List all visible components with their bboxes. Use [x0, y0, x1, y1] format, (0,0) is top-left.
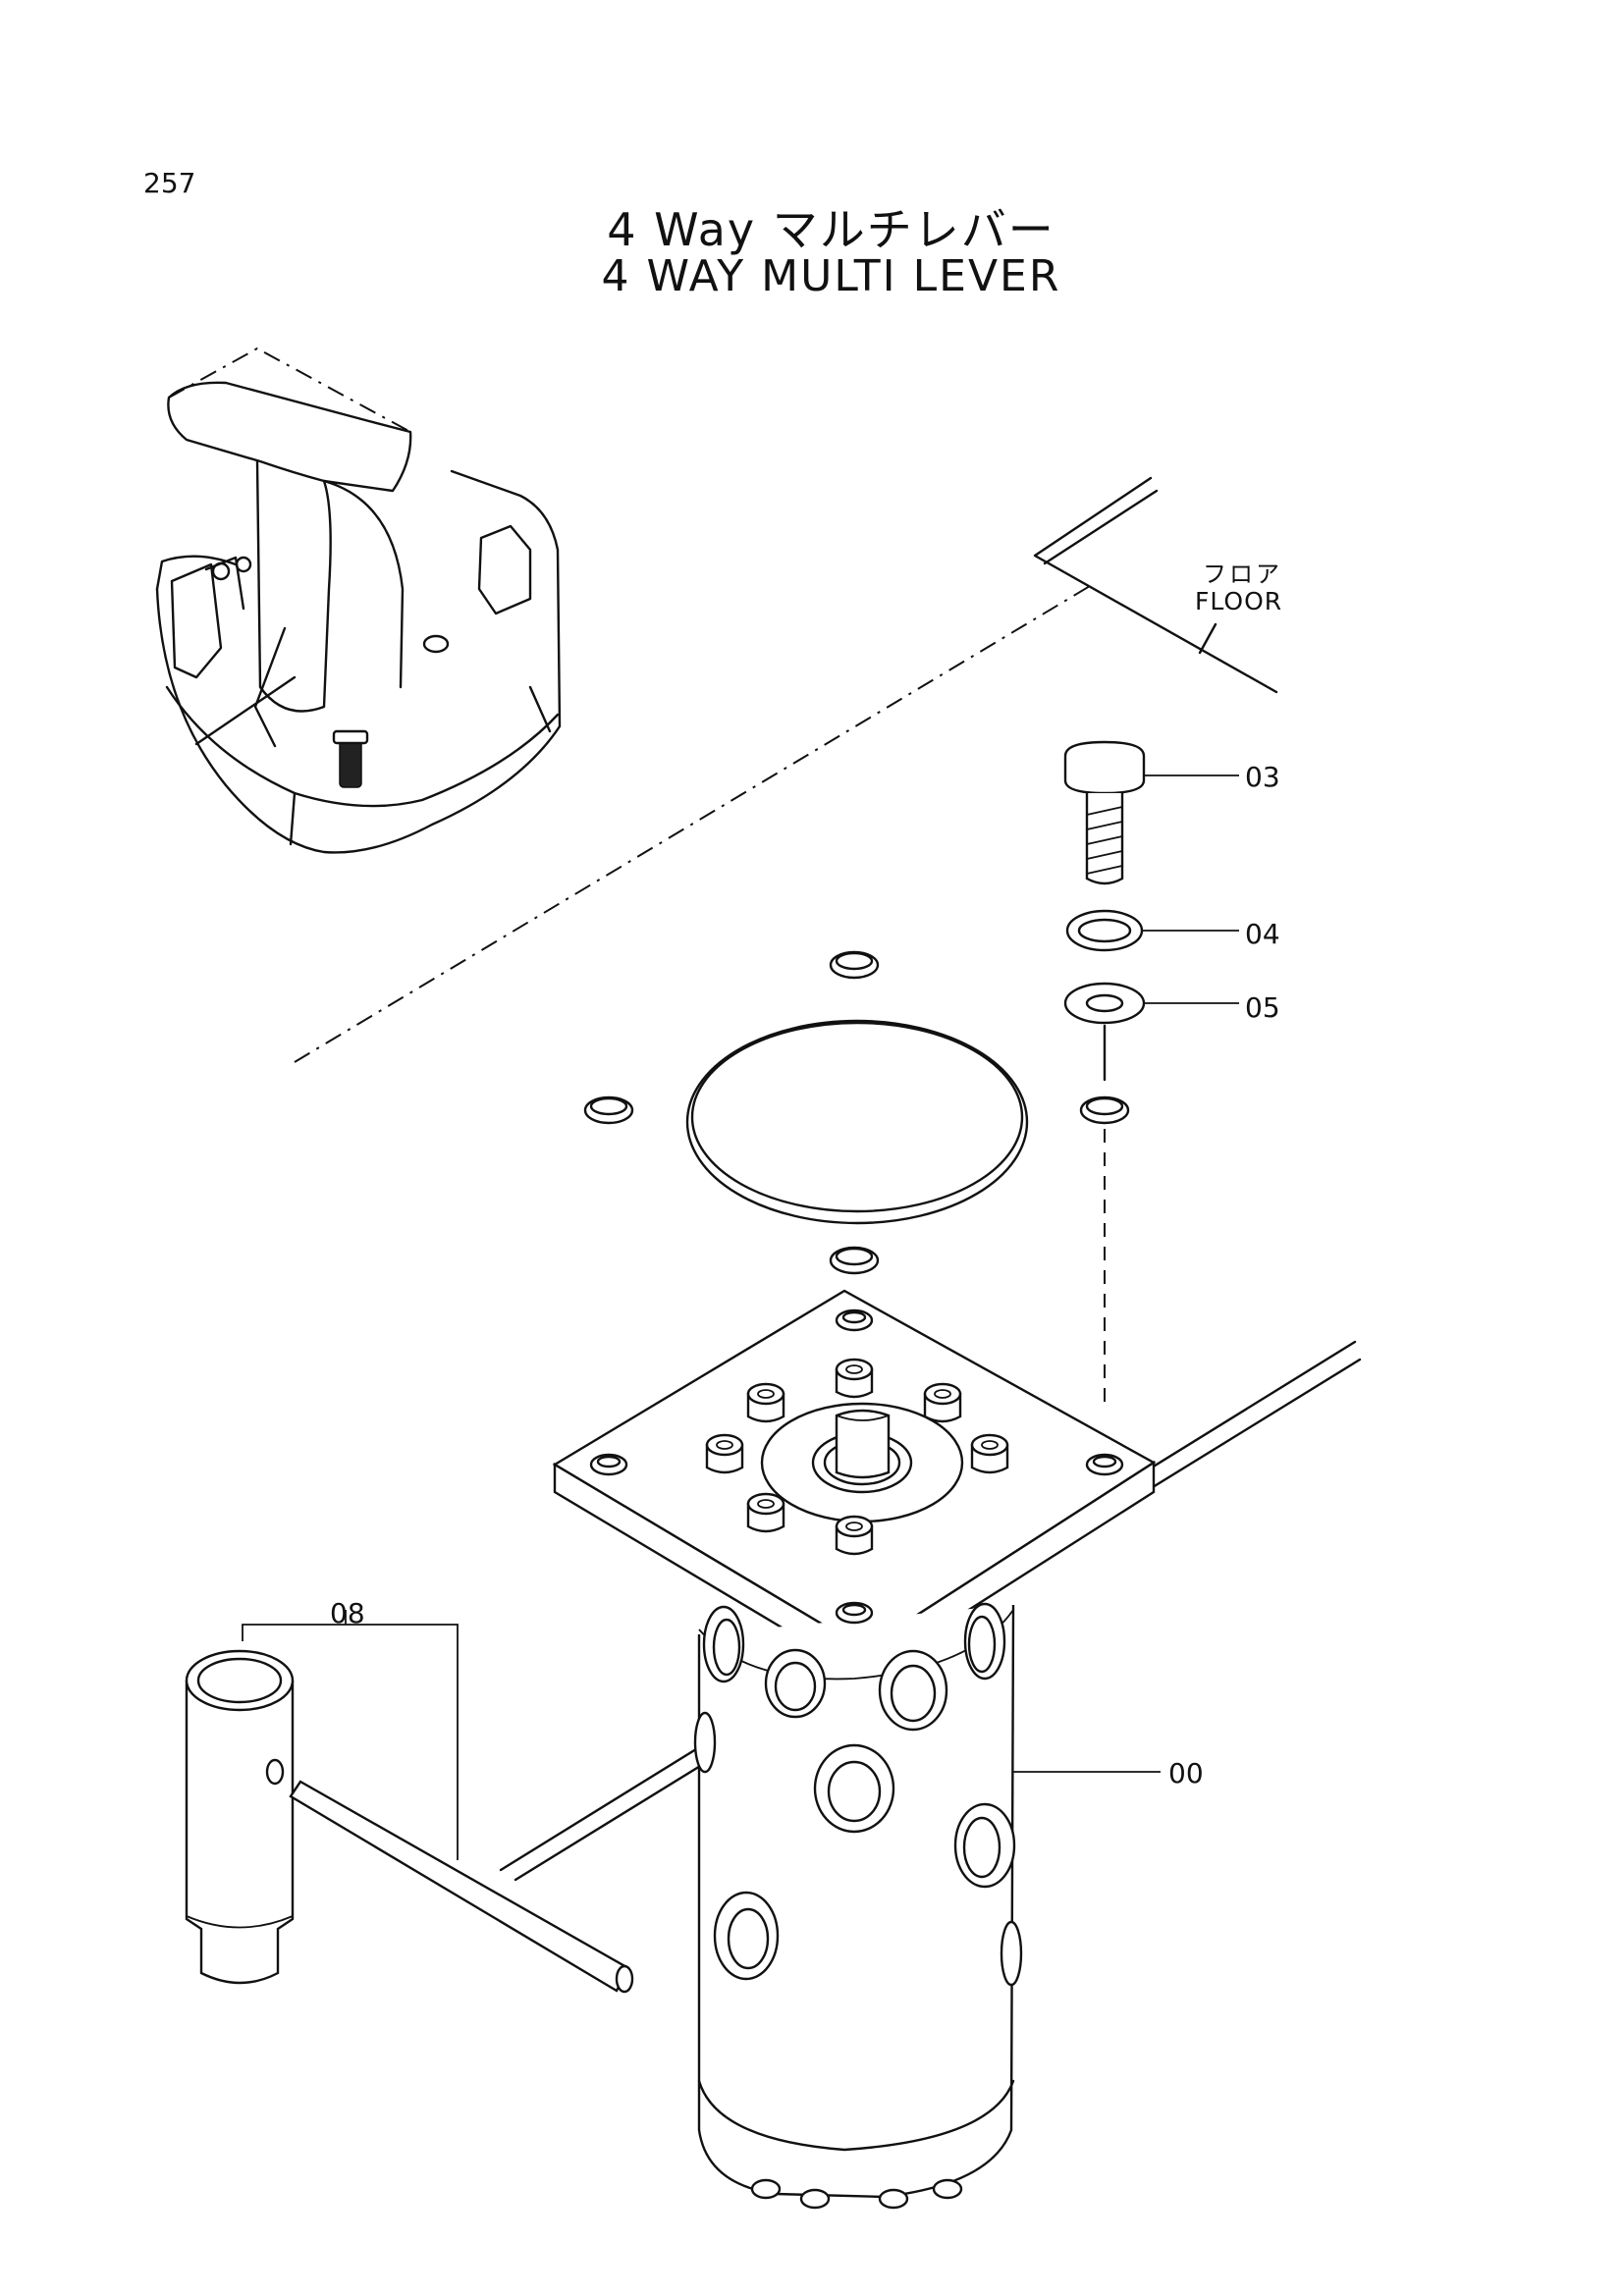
floor-label-english: FLOOR: [1195, 587, 1283, 615]
multi-lever-valve-00[interactable]: [552, 1289, 1161, 2210]
lever-handle-08[interactable]: [185, 1610, 634, 1994]
callout-04[interactable]: 04: [1245, 918, 1280, 950]
callout-03[interactable]: 03: [1245, 761, 1280, 793]
washer-05[interactable]: [1063, 982, 1239, 1025]
spring-washer-04[interactable]: [1065, 909, 1239, 952]
callout-00[interactable]: 00: [1168, 1757, 1204, 1789]
callout-05[interactable]: 05: [1245, 991, 1280, 1024]
floor-cutouts: [583, 950, 1130, 1275]
cab-overview-illustration: [155, 347, 562, 854]
bolt-03[interactable]: [1063, 740, 1239, 885]
page-number: 257: [143, 167, 196, 199]
title-japanese: 4 Way マルチレバー: [607, 203, 1055, 256]
title-english: 4 WAY MULTI LEVER: [601, 251, 1061, 301]
floor-label-japanese: フロア: [1203, 561, 1282, 588]
